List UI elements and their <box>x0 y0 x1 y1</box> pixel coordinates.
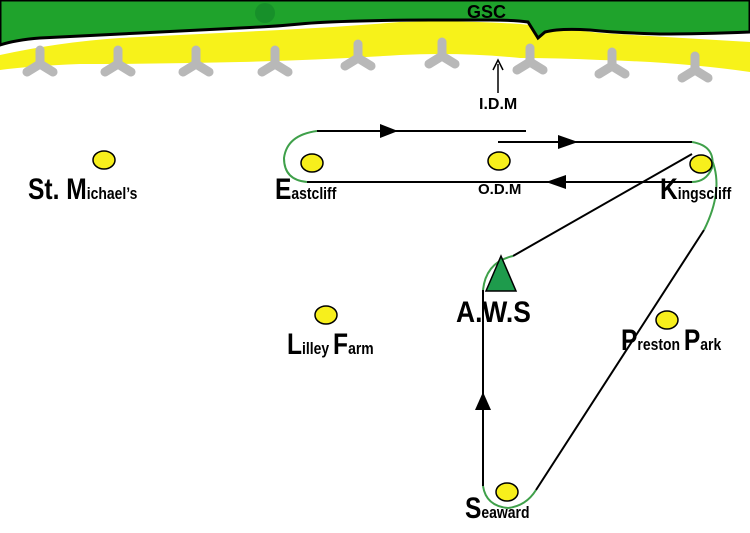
station-eastcliff-label: Eastcliff <box>275 173 337 206</box>
station-st-michaels-marker <box>92 150 116 170</box>
idm-label: I.D.M <box>479 96 518 113</box>
station-st-michaels-label: St. Michael’s <box>28 173 138 206</box>
odm-label: O.D.M <box>478 181 522 198</box>
station-preston-park-marker <box>655 310 679 330</box>
land <box>0 0 750 47</box>
station-seaward-label: Seaward <box>465 492 530 525</box>
tree-icon <box>255 3 275 23</box>
station-kingscliff-marker <box>689 154 713 174</box>
beach <box>0 21 750 72</box>
up-arrow-icon <box>492 58 504 93</box>
aws-label: A.W.S <box>456 296 531 329</box>
coast-label: GSC <box>467 2 507 22</box>
aws-marker-icon <box>484 254 518 292</box>
station-lilley-farm-marker <box>314 305 338 325</box>
station-eastcliff-marker <box>300 153 324 173</box>
route-lines <box>282 130 718 510</box>
station-preston-park-label: Preston Park <box>621 324 722 357</box>
direction-arrow-icons <box>380 124 578 410</box>
station-kingscliff-label: Kingscliff <box>660 173 732 206</box>
station-odm-marker <box>487 151 511 171</box>
station-seaward-marker <box>495 482 519 502</box>
station-lilley-farm-label: Lilley Farm <box>287 328 374 361</box>
station-markers <box>92 150 713 502</box>
